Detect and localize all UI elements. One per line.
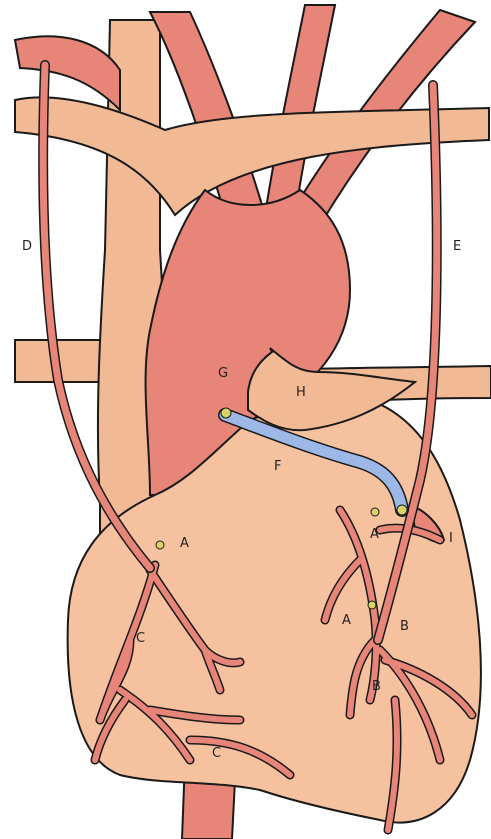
label-f: F <box>274 459 281 474</box>
label-a-right: A <box>370 527 379 542</box>
label-h: H <box>296 385 306 400</box>
label-i: I <box>449 531 453 546</box>
label-b-upper: B <box>400 619 409 634</box>
label-a-lower: A <box>342 613 351 628</box>
label-e: E <box>453 239 461 254</box>
label-d: D <box>22 239 32 254</box>
label-c-upper: C <box>136 631 145 646</box>
label-a-left: A <box>180 536 189 551</box>
label-b-lower: B <box>372 679 381 694</box>
left-horizontal-vein <box>15 340 110 382</box>
label-c-lower: C <box>212 746 221 761</box>
label-g: G <box>218 366 228 381</box>
